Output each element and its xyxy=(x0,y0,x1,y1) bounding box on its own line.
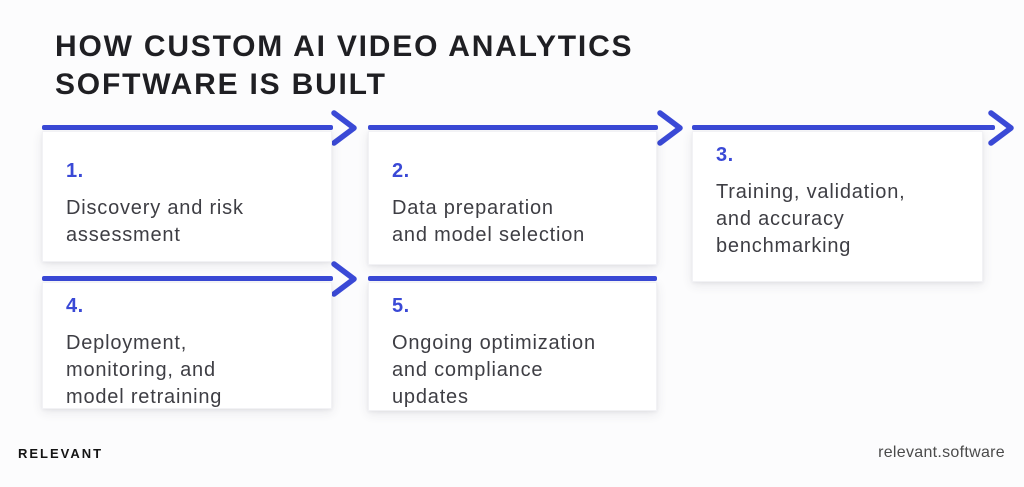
flow-arrow-line-2 xyxy=(368,125,658,130)
brand-logo: RELEVANT xyxy=(18,446,104,461)
step-card-4: 4. Deployment, monitoring, and model ret… xyxy=(42,282,332,409)
step-description: Ongoing optimization and compliance upda… xyxy=(392,332,596,408)
flow-arrow-line-5 xyxy=(368,276,657,281)
step-description: Training, validation, and accuracy bench… xyxy=(716,181,906,257)
arrow-head-icon xyxy=(988,108,1014,148)
arrow-head-icon xyxy=(331,259,357,299)
arrow-head-icon xyxy=(657,108,683,148)
step-number: 4. xyxy=(66,295,84,317)
step-number: 3. xyxy=(716,144,734,166)
step-description: Data preparation and model selection xyxy=(392,197,586,246)
flow-arrow-line-1 xyxy=(42,125,333,130)
step-number: 1. xyxy=(66,160,84,182)
step-card-5: 5. Ongoing optimization and compliance u… xyxy=(368,282,657,411)
step-card-2: 2. Data preparation and model selection xyxy=(368,131,657,265)
arrow-head-icon xyxy=(331,108,357,148)
flow-arrow-line-3 xyxy=(692,125,995,130)
step-description: Deployment, monitoring, and model retrai… xyxy=(66,332,223,408)
step-number: 2. xyxy=(392,160,410,182)
flow-arrow-line-4 xyxy=(42,276,333,281)
step-card-1: 1. Discovery and risk assessment xyxy=(42,131,332,262)
step-number: 5. xyxy=(392,295,410,317)
website-url: relevant.software xyxy=(878,444,1005,461)
step-description: Discovery and risk assessment xyxy=(66,197,244,246)
page-title: HOW CUSTOM AI VIDEO ANALYTICS SOFTWARE I… xyxy=(55,30,634,101)
step-card-3: 3. Training, validation, and accuracy be… xyxy=(692,131,983,282)
